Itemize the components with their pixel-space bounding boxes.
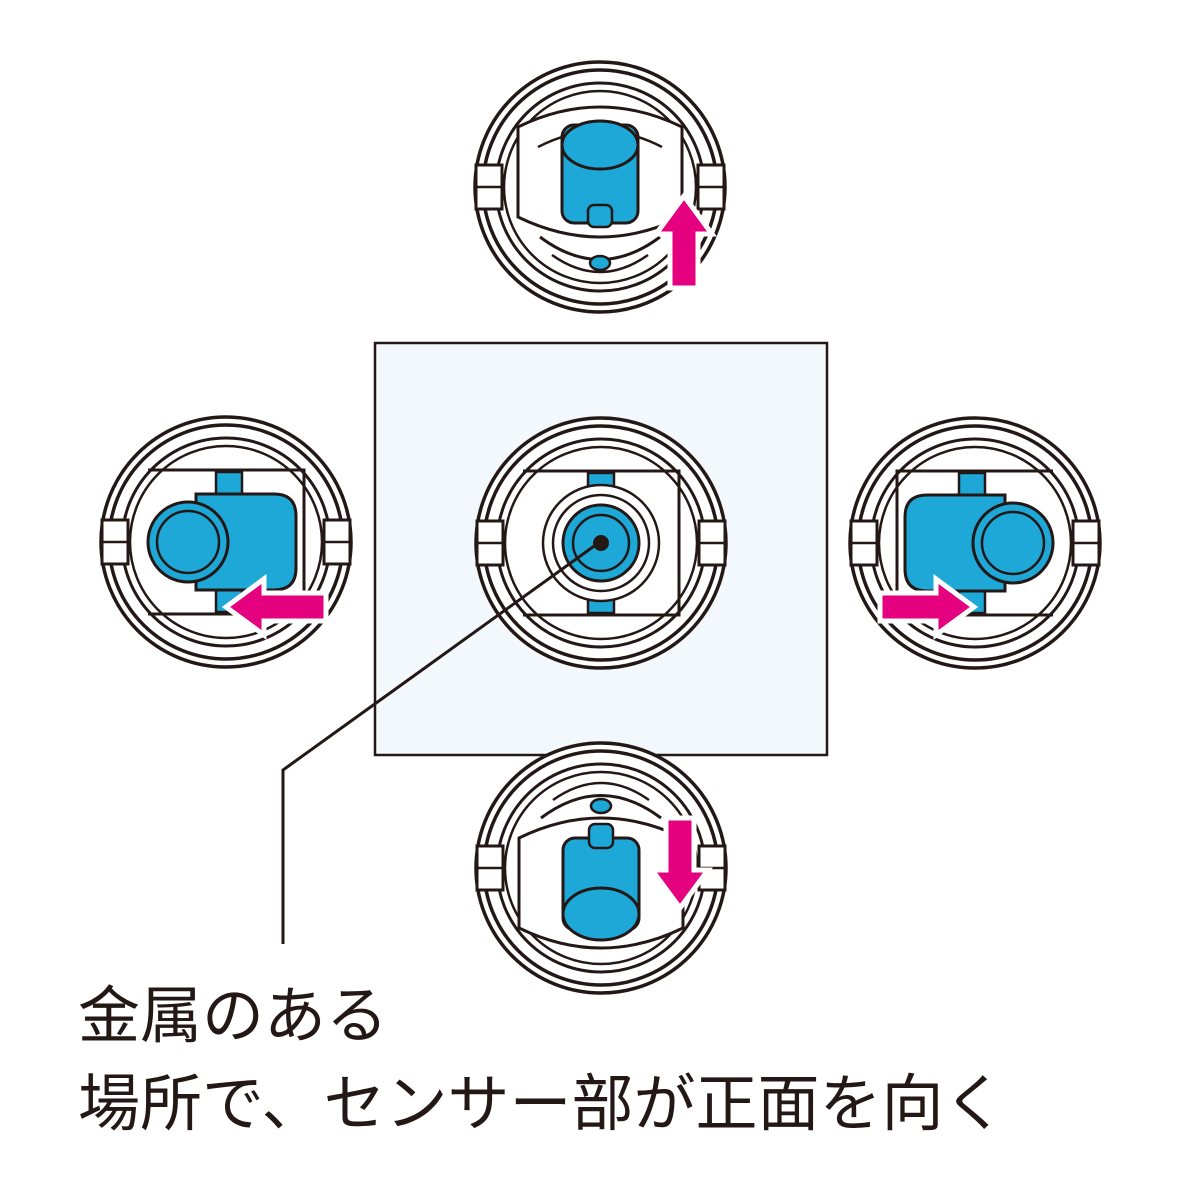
sensor-view-left [99, 415, 353, 669]
sensor-view-down [474, 741, 728, 995]
up-arrow-icon [651, 191, 717, 291]
caption-line-2: 場所で、センサー部が正面を向く [78, 1067, 1006, 1140]
sensor-view-up [473, 60, 727, 314]
right-arrow-icon [877, 574, 979, 640]
caption-line-1: 金属のある [78, 979, 389, 1052]
sensor-point [593, 535, 609, 551]
sensor-view-right [848, 416, 1102, 670]
left-arrow-icon [221, 574, 329, 640]
sensor-view-center [474, 416, 728, 670]
leader-line [281, 542, 598, 944]
down-arrow-icon [647, 815, 713, 913]
